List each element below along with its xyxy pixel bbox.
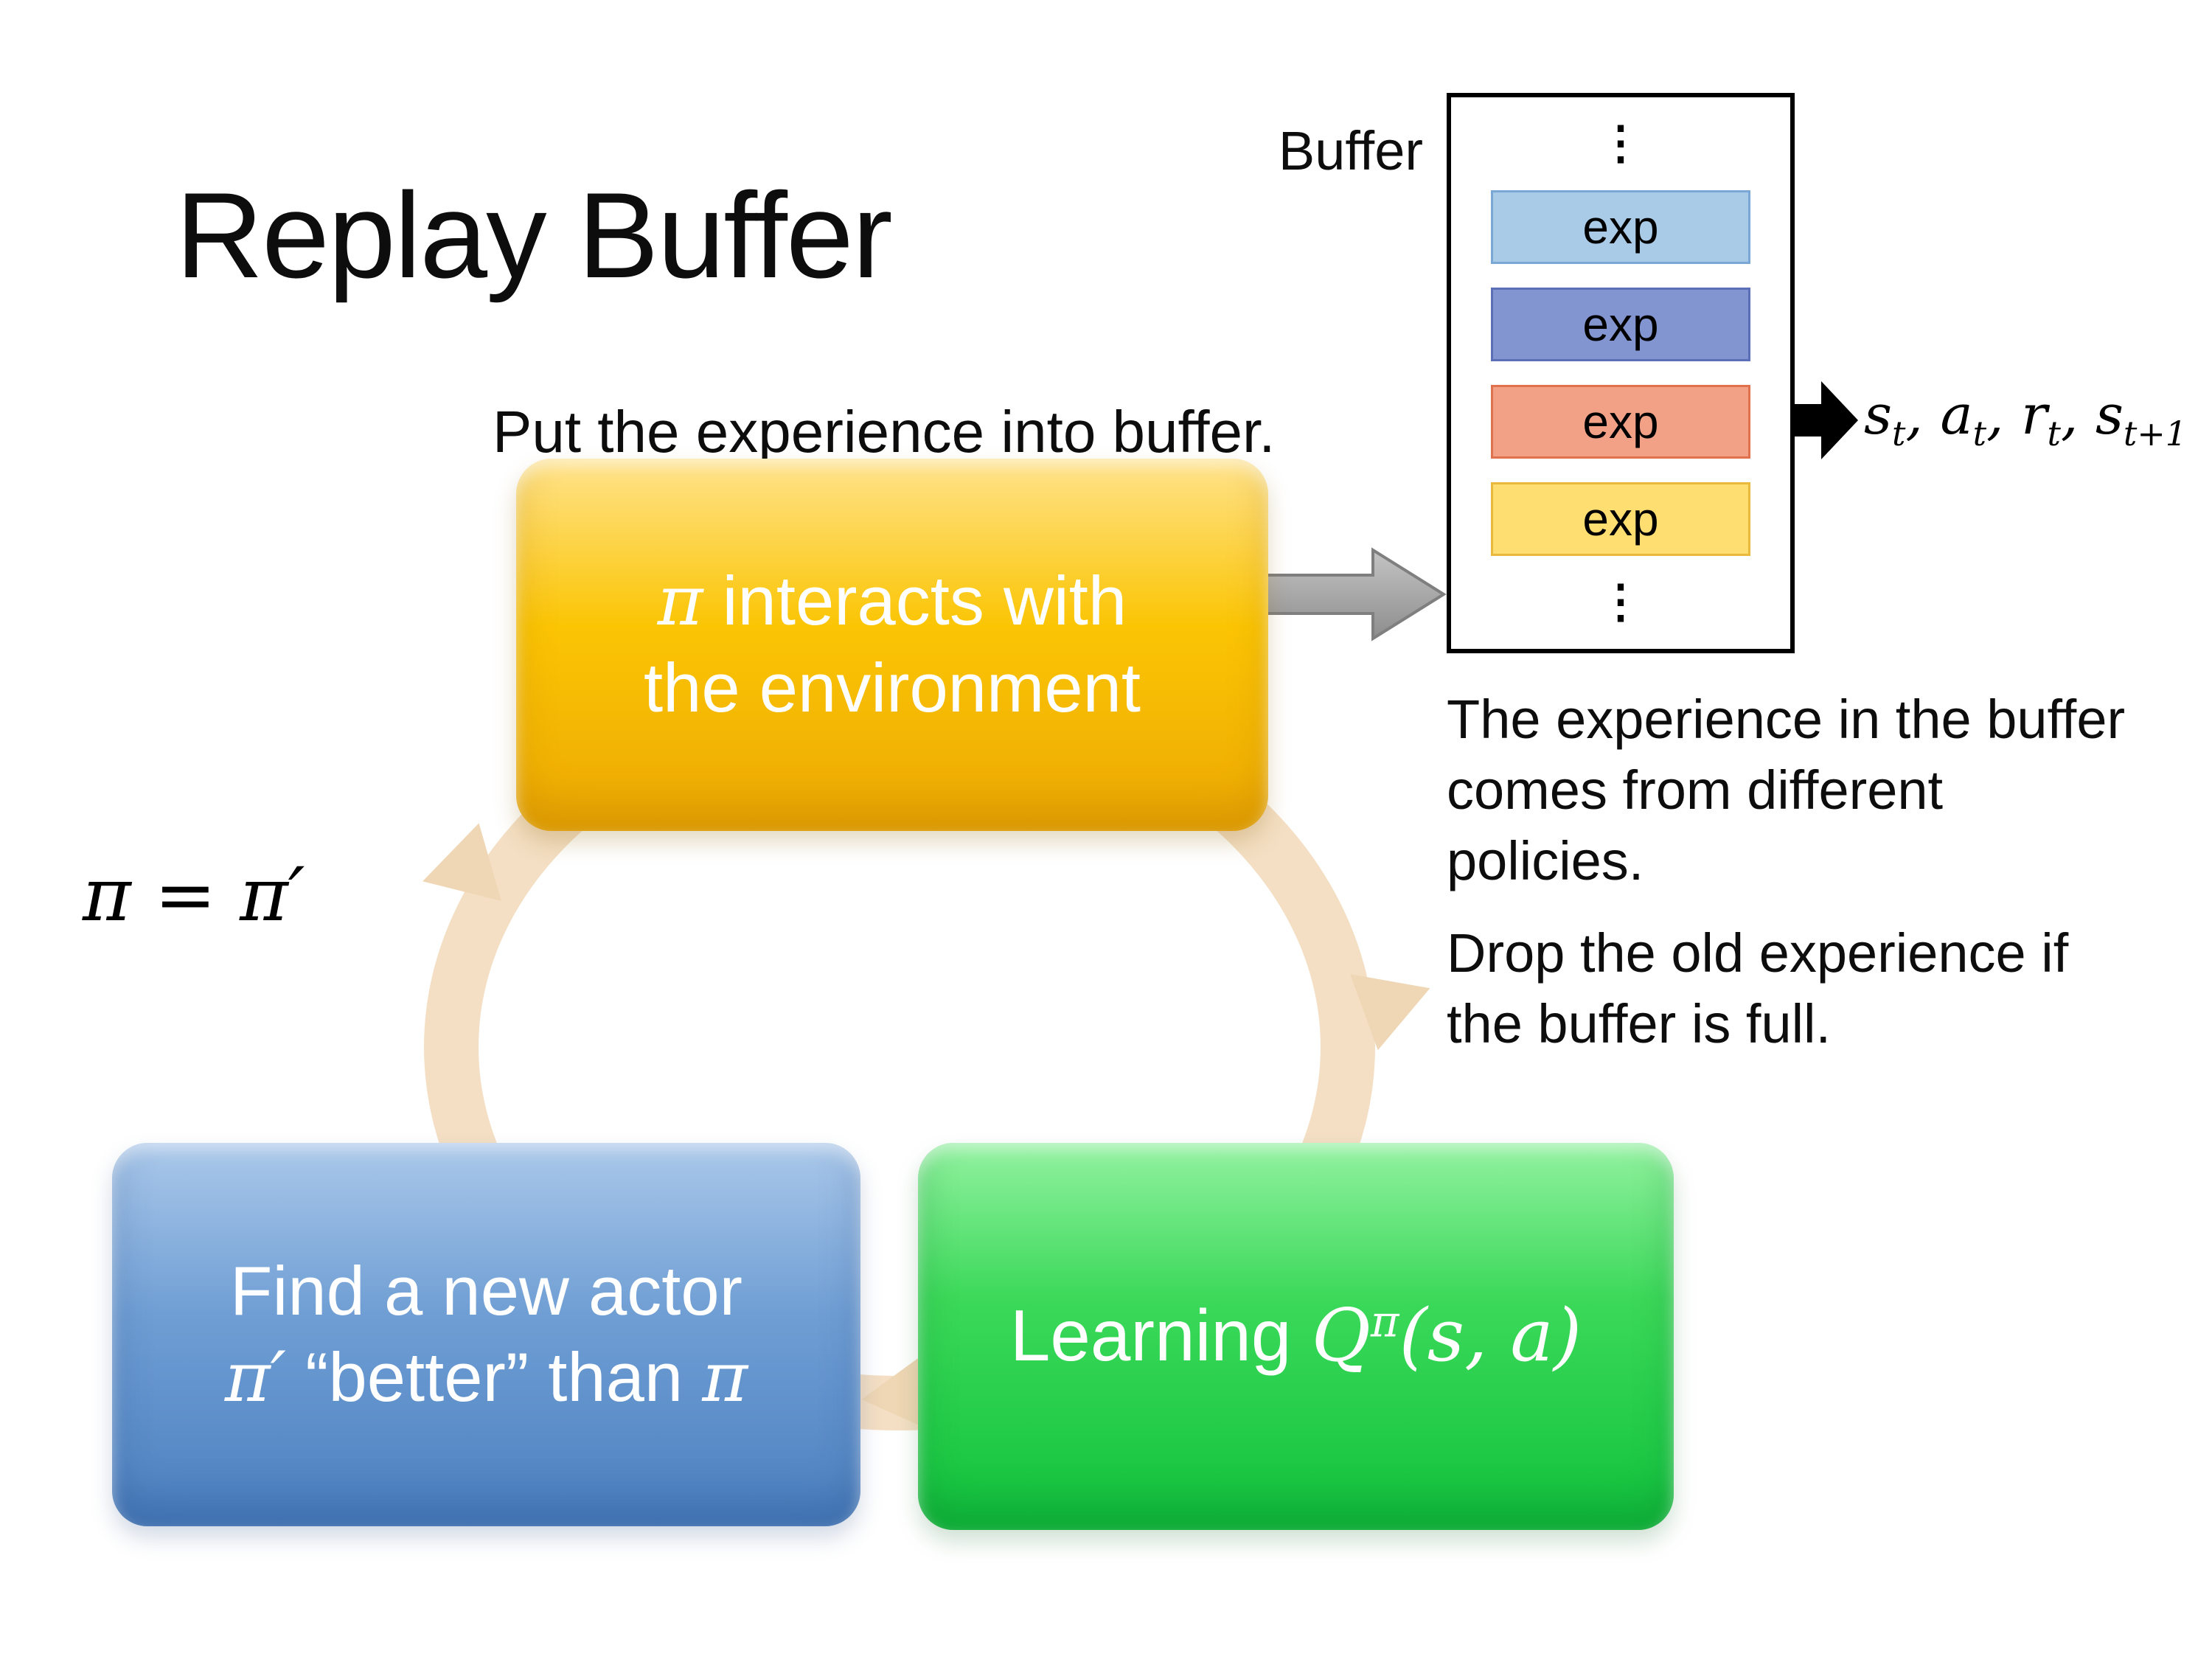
math-token: s: [1864, 383, 1892, 447]
learning-box-text: Learning Qπ(s, a): [1010, 1291, 1582, 1382]
math-token: s: [2095, 383, 2124, 447]
interact-box-line2: the environment: [643, 649, 1141, 726]
policy-update-equation: π = π′: [83, 852, 305, 938]
buffer-label: Buffer: [1278, 120, 1423, 181]
page-title: Replay Buffer: [175, 167, 893, 303]
math-token: ,: [2060, 383, 2096, 447]
interact-box-text: π interacts with the environment: [644, 558, 1141, 731]
q-args: (s, a): [1399, 1294, 1582, 1379]
actor-box-line1: Find a new actor: [230, 1251, 742, 1329]
q-superscript-pi: π: [1370, 1295, 1399, 1347]
cycle-arrowhead-icon: [1338, 974, 1430, 1057]
actor-box-line2-mid: “better” than: [286, 1338, 703, 1416]
q-symbol: Q: [1311, 1294, 1371, 1379]
math-token: a: [1940, 383, 1973, 447]
math-token: t: [2047, 413, 2061, 453]
flow-arrow-icon: [1262, 547, 1447, 641]
interact-box: π interacts with the environment: [516, 459, 1268, 831]
sampled-experience-math: st, at, rt, st+1: [1864, 383, 2187, 453]
buffer-row: exp: [1491, 288, 1750, 361]
ellipsis-icon: ⋮: [1598, 577, 1644, 627]
learning-prefix: Learning: [1009, 1295, 1312, 1377]
interact-box-line1-rest: interacts with: [703, 562, 1127, 640]
buffer-box: ⋮ exp exp exp exp ⋮: [1447, 93, 1795, 653]
buffer-row: exp: [1491, 385, 1750, 459]
pi-symbol: π: [702, 1337, 748, 1418]
math-token: ,: [1986, 383, 2022, 447]
actor-box: Find a new actor π′ “better” than π: [112, 1143, 860, 1526]
math-token: r: [2021, 383, 2048, 447]
note-drop-old-experience: Drop the old experience if the buffer is…: [1447, 922, 2069, 1054]
math-token: t+1: [2123, 413, 2187, 453]
math-token: t: [1891, 413, 1906, 453]
actor-box-text: Find a new actor π′ “better” than π: [225, 1248, 748, 1421]
math-token: ,: [1905, 383, 1941, 447]
output-arrow-icon: [1792, 381, 1858, 459]
actor-box-line2: π′ “better” than π: [225, 1335, 748, 1422]
interact-box-line1: π interacts with: [644, 558, 1141, 645]
buffer-row: exp: [1491, 482, 1750, 556]
learning-box: Learning Qπ(s, a): [918, 1143, 1674, 1530]
cycle-arrowhead-icon: [422, 813, 518, 901]
math-token: t: [1972, 413, 1987, 453]
buffer-row: exp: [1491, 190, 1750, 264]
ellipsis-icon: ⋮: [1598, 118, 1644, 169]
note-different-policies: The experience in the buffer comes from …: [1447, 689, 2126, 892]
pi-symbol: π: [657, 561, 703, 642]
caption-put-experience: Put the experience into buffer.: [493, 399, 1276, 465]
buffer-notes: The experience in the buffer comes from …: [1447, 684, 2140, 1080]
pi-prime-symbol: π′: [224, 1337, 287, 1418]
